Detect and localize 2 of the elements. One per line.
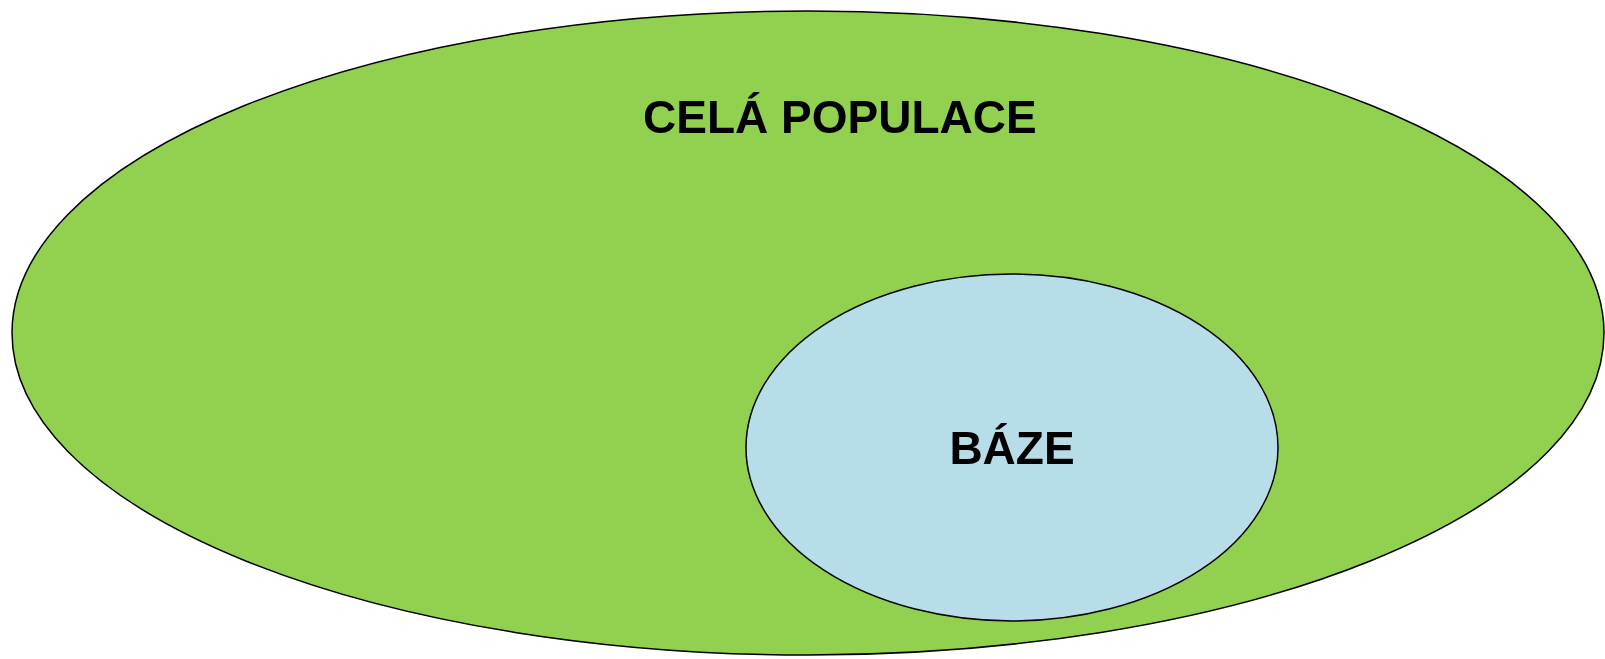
- set-label: BÁZE: [949, 420, 1075, 475]
- set-label: CELÁ POPULACE: [643, 89, 1037, 144]
